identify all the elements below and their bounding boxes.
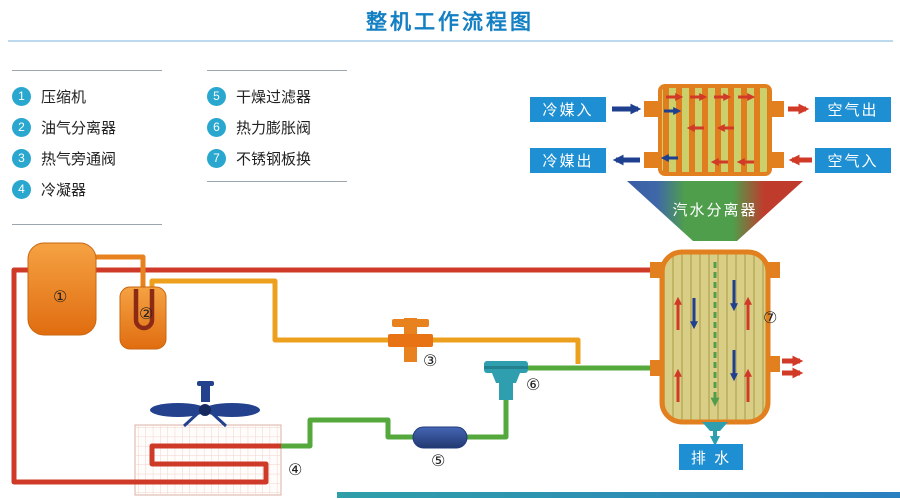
legend-label-3: 热气旁通阀 <box>41 150 117 168</box>
bottom-accent-bar <box>337 492 900 498</box>
legend-label-2: 油气分离器 <box>41 119 117 137</box>
marker-3: ③ <box>423 353 438 370</box>
legend-badge-5: 5 <box>207 86 226 106</box>
label-air-in: 空气入 <box>815 148 891 173</box>
precooler-exchanger <box>644 84 784 176</box>
legend-item-plate-exchanger: 7 不锈钢板换 <box>207 148 311 168</box>
label-drain: 排 水 <box>679 444 743 470</box>
pipe-green-filter-valve <box>465 398 509 440</box>
legend-label-6: 热力膨胀阀 <box>236 119 312 137</box>
label-gas-water-separator: 汽水分离器 <box>672 202 758 219</box>
legend-rule <box>12 224 162 225</box>
legend-badge-2: 2 <box>12 117 31 137</box>
legend-item-compressor: 1 压缩机 <box>12 86 86 106</box>
label-refrigerant-in: 冷媒入 <box>530 97 606 122</box>
legend-rule <box>12 70 162 71</box>
legend-label-4: 冷凝器 <box>41 181 87 199</box>
legend-badge-6: 6 <box>207 117 226 137</box>
legend-rule <box>207 70 347 71</box>
marker-1: ① <box>53 289 68 306</box>
pipe-orange-discharge <box>90 254 146 290</box>
drying-filter <box>412 426 468 449</box>
pipe-green-condenser-filter <box>281 417 415 449</box>
legend-item-drying-filter: 5 干燥过滤器 <box>207 86 311 106</box>
legend-label-5: 干燥过滤器 <box>236 88 312 106</box>
label-arrows <box>612 103 812 166</box>
marker-6: ⑥ <box>526 377 541 394</box>
label-air-out: 空气出 <box>815 97 891 122</box>
pipe-red-main <box>11 267 663 485</box>
marker-4: ④ <box>288 462 303 479</box>
legend-item-condenser: 4 冷凝器 <box>12 179 86 199</box>
oil-separator <box>119 286 167 350</box>
page-title: 整机工作流程图 <box>366 11 534 34</box>
legend-badge-1: 1 <box>12 86 31 106</box>
drain-funnel <box>702 422 728 431</box>
legend-badge-7: 7 <box>207 148 226 168</box>
outlet-arrows <box>782 355 804 379</box>
label-refrigerant-out: 冷媒出 <box>530 148 606 173</box>
legend-label-7: 不锈钢板换 <box>236 150 312 168</box>
plate-exchanger <box>650 249 780 446</box>
compressor <box>27 242 97 336</box>
hot-gas-bypass-valve <box>388 318 433 362</box>
legend-item-oil-separator: 2 油气分离器 <box>12 117 116 137</box>
legend-item-expansion-valve: 6 热力膨胀阀 <box>207 117 311 137</box>
pipe-yellow-bypass <box>149 278 581 364</box>
legend-rule <box>207 181 347 182</box>
fan <box>150 381 260 428</box>
legend-badge-4: 4 <box>12 179 31 199</box>
expansion-valve <box>484 361 528 400</box>
title-divider <box>8 40 893 42</box>
marker-5: ⑤ <box>431 453 446 470</box>
legend-item-bypass-valve: 3 热气旁通阀 <box>12 148 116 168</box>
legend-label-1: 压缩机 <box>41 88 87 106</box>
marker-2: ② <box>139 306 154 323</box>
marker-7: ⑦ <box>763 310 778 327</box>
legend-badge-3: 3 <box>12 148 31 168</box>
gas-water-separator <box>627 181 803 241</box>
